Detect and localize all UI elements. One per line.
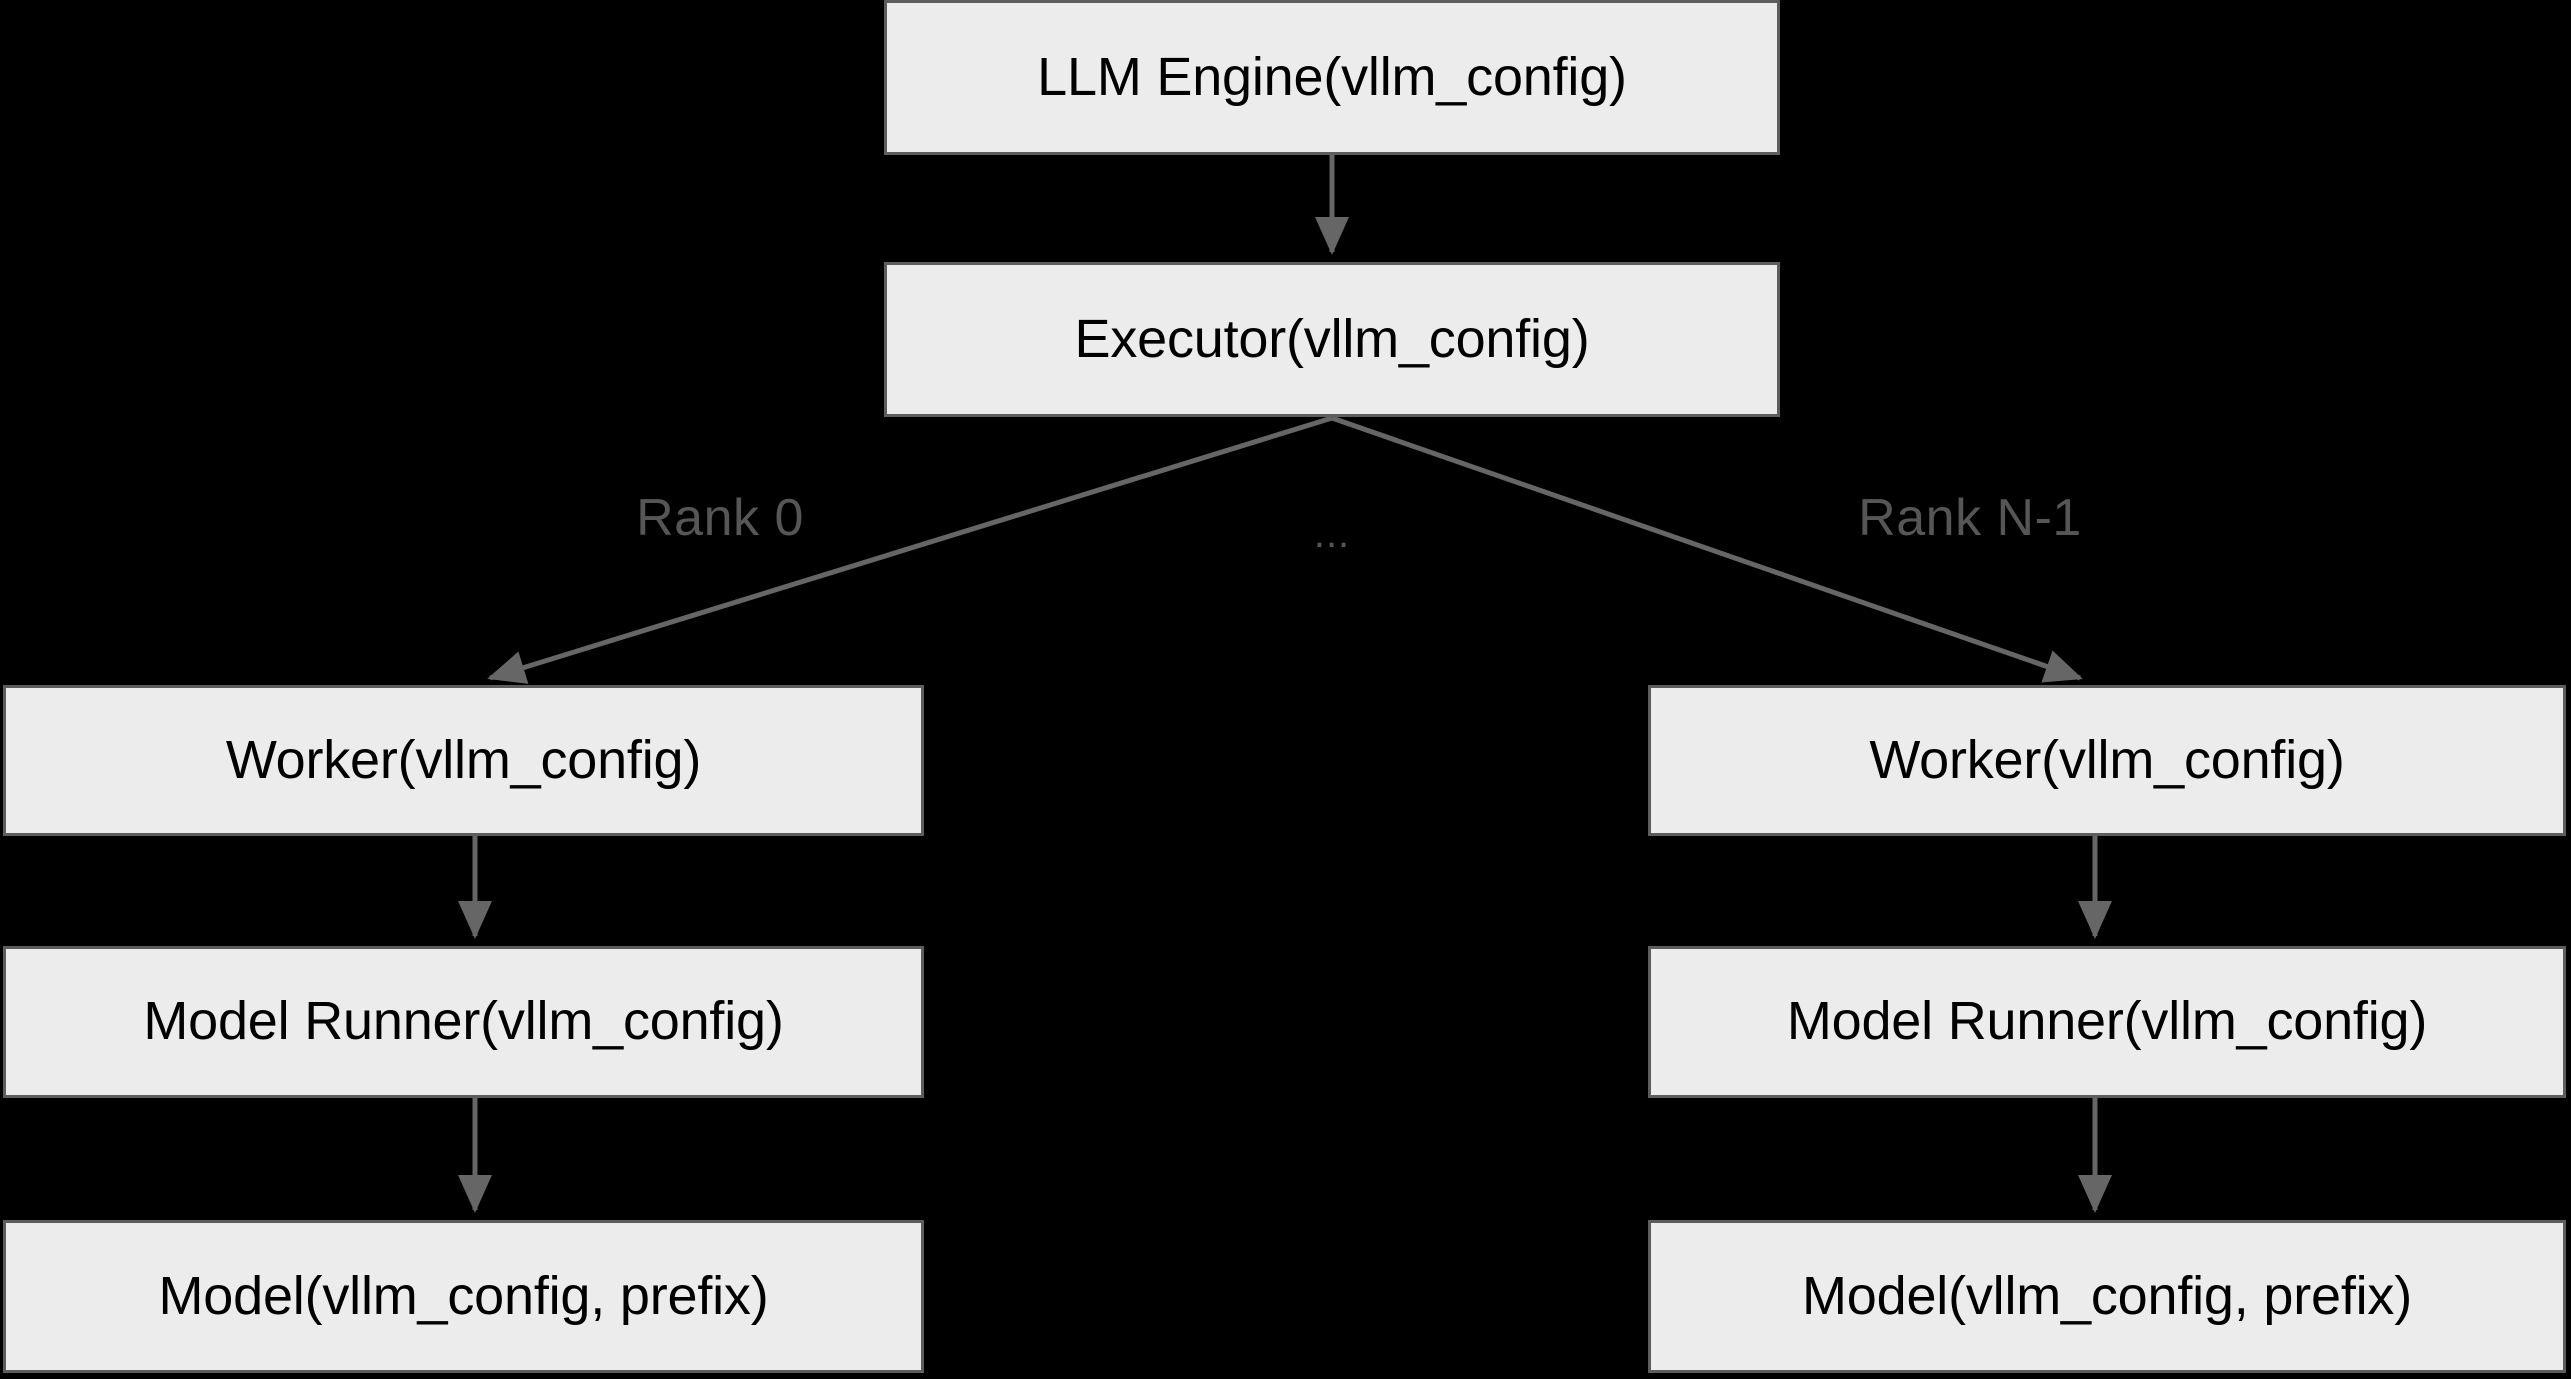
node-llm-engine-label: LLM Engine(vllm_config)	[1037, 46, 1627, 107]
node-worker-rankn-label: Worker(vllm_config)	[1869, 729, 2345, 790]
edge-executor-to-worker-rankn	[1331, 415, 2083, 683]
node-model-rankn-label: Model(vllm_config, prefix)	[1802, 1265, 2412, 1326]
edge-label-rank-0: Rank 0	[636, 489, 804, 547]
edge-executor-to-worker-rank0	[487, 415, 1333, 684]
node-worker-rankn[interactable]: Worker(vllm_config)	[1648, 685, 2566, 836]
node-model-runner-rankn-label: Model Runner(vllm_config)	[1786, 991, 2428, 1052]
node-executor[interactable]: Executor(vllm_config)	[884, 262, 1780, 417]
node-worker-rank0-label: Worker(vllm_config)	[225, 729, 702, 790]
node-model-runner-rankn[interactable]: Model Runner(vllm_config)	[1648, 946, 2566, 1098]
node-model-rank0[interactable]: Model(vllm_config, prefix)	[3, 1220, 924, 1373]
node-model-runner-rank0[interactable]: Model Runner(vllm_config)	[3, 946, 924, 1098]
node-llm-engine[interactable]: LLM Engine(vllm_config)	[884, 0, 1780, 155]
node-model-rankn[interactable]: Model(vllm_config, prefix)	[1648, 1220, 2566, 1373]
node-model-runner-rank0-label: Model Runner(vllm_config)	[143, 991, 784, 1052]
node-model-rank0-label: Model(vllm_config, prefix)	[158, 1265, 769, 1326]
node-worker-rank0[interactable]: Worker(vllm_config)	[3, 685, 924, 836]
edge-label-rank-n-minus-1: Rank N-1	[1858, 489, 2082, 547]
node-executor-label: Executor(vllm_config)	[1074, 308, 1590, 369]
edge-label-ellipsis: ...	[1313, 512, 1351, 556]
